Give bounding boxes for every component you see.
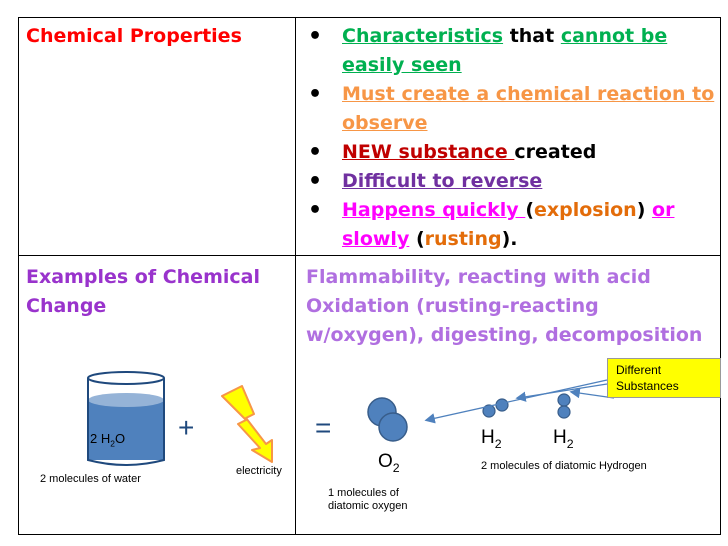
properties-bullet-list: • Characteristics that cannot be easily s… xyxy=(306,22,716,254)
row-divider xyxy=(18,255,721,256)
property-bullet: • Characteristics that cannot be easily s… xyxy=(306,22,716,80)
bullet-dot-icon: • xyxy=(308,140,323,165)
hydrogen-caption: 2 molecules of diatomic Hydrogen xyxy=(481,460,647,472)
bullet-text-part: ( xyxy=(409,228,425,250)
bullet-text-part: NEW substance xyxy=(342,141,515,163)
examples-text: Flammability, reacting with acid Oxidati… xyxy=(306,266,703,346)
beaker-icon xyxy=(87,371,165,466)
bullet-dot-icon: • xyxy=(308,198,323,223)
oxygen-caption-line1: 1 molecules of xyxy=(328,487,399,499)
hydrogen-molecule-icon-2 xyxy=(557,393,571,419)
bullet-text-part: ). xyxy=(501,228,518,250)
water-caption: 2 molecules of water xyxy=(40,473,141,485)
plus-sign: + xyxy=(178,412,195,443)
electricity-caption: electricity xyxy=(236,465,282,477)
chemical-properties-title: Chemical Properties xyxy=(26,25,242,47)
bullet-text-part: Difficult to reverse xyxy=(342,170,543,192)
hydrogen-formula-2: H2 xyxy=(553,427,574,451)
bullet-dot-icon: • xyxy=(308,82,323,107)
bullet-text-part: Characteristics xyxy=(342,25,504,47)
hydrogen-molecule-icon-1 xyxy=(482,398,509,418)
hydrogen-formula-1: H2 xyxy=(481,427,502,451)
bullet-text-part: ) xyxy=(636,199,653,221)
oxygen-formula: O2 xyxy=(378,451,400,475)
bullet-text-part: explosion xyxy=(534,199,637,221)
beaker-glass xyxy=(87,378,165,466)
water-fill xyxy=(88,400,164,460)
bullet-text-part: cannot be easily seen xyxy=(342,25,668,76)
bullet-text-part: or slowly xyxy=(342,199,675,250)
oxygen-molecule-icon xyxy=(367,397,408,442)
table-border xyxy=(18,17,721,535)
beaker-formula: 2 H2O xyxy=(90,431,126,449)
equals-sign: = xyxy=(315,412,332,443)
property-bullet: • Must create a chemical reaction to obse… xyxy=(306,80,716,138)
different-substances-callout: Different Substances xyxy=(607,358,721,398)
callout-line1: Different xyxy=(616,363,662,377)
bullet-text-part: Happens quickly xyxy=(342,199,526,221)
bullet-dot-icon: • xyxy=(308,24,323,49)
property-bullet: •Happens quickly (explosion) or slowly (… xyxy=(306,196,716,254)
beaker-rim xyxy=(87,371,165,385)
bullet-text-part: rusting xyxy=(424,228,502,250)
water-surface xyxy=(88,393,164,407)
lightning-bolt-icon xyxy=(221,385,273,463)
oxygen-caption-line2: diatomic oxygen xyxy=(328,500,408,512)
bullet-text-part: created xyxy=(514,141,597,163)
callout-line2: Substances xyxy=(616,379,679,393)
column-divider xyxy=(295,17,296,535)
bullet-text-part: Must create a chemical reaction to obser… xyxy=(342,83,715,134)
examples-title: Examples of Chemical Change xyxy=(26,266,260,317)
bullet-text-part: ( xyxy=(525,199,534,221)
bullet-dot-icon: • xyxy=(308,169,323,194)
bullet-text-part: that xyxy=(503,25,561,47)
property-bullet: • NEW substance created xyxy=(306,138,716,167)
property-bullet: • Difficult to reverse xyxy=(306,167,716,196)
